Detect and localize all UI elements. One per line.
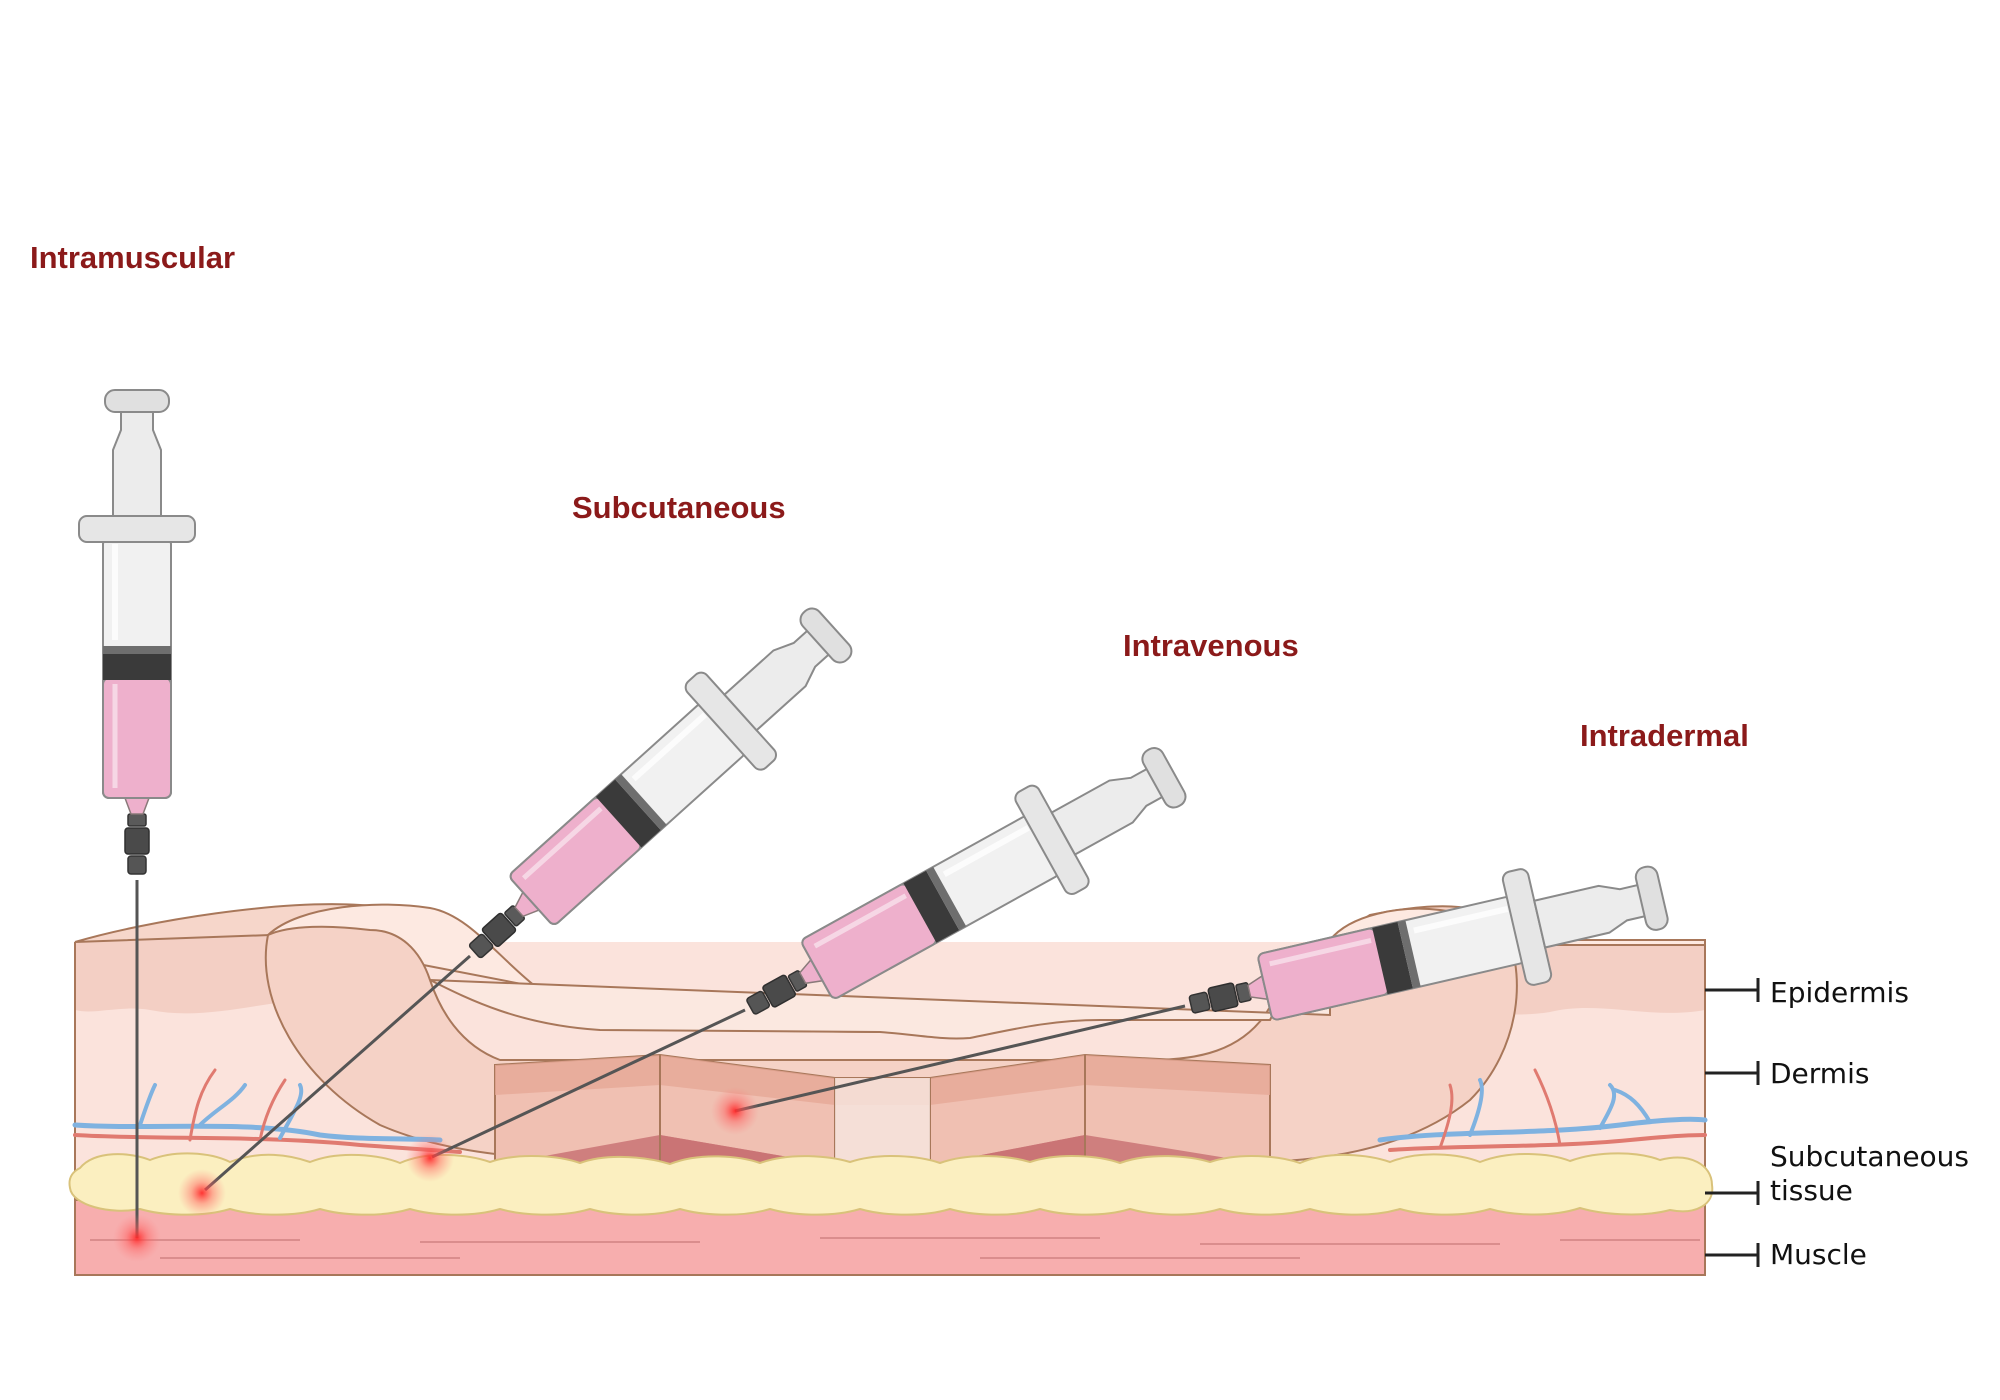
label-intramuscular: Intramuscular xyxy=(30,240,236,275)
syringe-icon xyxy=(79,390,195,880)
epidermis-layer xyxy=(75,918,300,1014)
label-dermis: Dermis xyxy=(1770,1057,1870,1090)
layer-brackets xyxy=(1705,978,1760,1267)
label-intradermal: Intradermal xyxy=(1580,718,1749,753)
label-subcutaneous-tissue: Subcutaneous tissue xyxy=(1770,1140,1970,1207)
label-epidermis: Epidermis xyxy=(1770,976,1909,1009)
label-subcutaneous: Subcutaneous xyxy=(572,490,786,525)
label-intravenous: Intravenous xyxy=(1123,628,1299,663)
injection-site-icon xyxy=(113,1087,759,1262)
label-muscle: Muscle xyxy=(1770,1238,1867,1271)
needle-icon xyxy=(135,880,1186,1238)
subcutaneous-tissue-layer xyxy=(68,1152,1714,1216)
